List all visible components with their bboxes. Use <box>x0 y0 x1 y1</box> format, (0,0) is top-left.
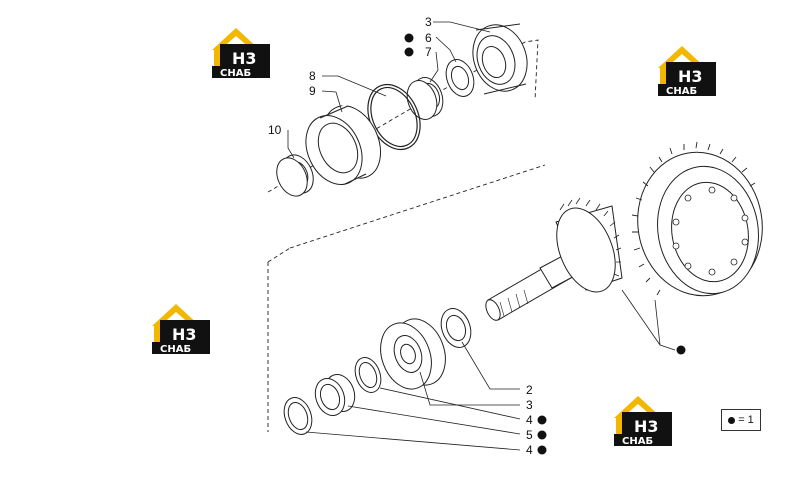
logo-watermark-2: H3 СНАБ <box>658 46 716 97</box>
pinion-shaft <box>485 197 623 321</box>
svg-text:H3: H3 <box>232 49 257 68</box>
logo-watermark-3: H3 СНАБ <box>152 304 210 355</box>
callout-6: 6 <box>425 31 432 45</box>
logo-watermark-1: H3 СНАБ <box>212 28 270 79</box>
seal-10 <box>276 154 314 197</box>
washer-6 <box>445 59 475 97</box>
bearing-top <box>472 23 528 95</box>
callout-9: 9 <box>309 84 316 98</box>
washer-2 <box>440 308 472 348</box>
nut-7 <box>406 77 444 120</box>
shim-4b <box>283 397 313 435</box>
bearing-bottom <box>380 318 446 390</box>
callout-3-top: 3 <box>425 15 432 29</box>
leader-lines <box>287 21 676 451</box>
svg-text:СНАБ: СНАБ <box>666 86 697 97</box>
assembly-boundary <box>267 39 546 432</box>
dot-4-b <box>537 445 547 455</box>
svg-text:СНАБ: СНАБ <box>622 436 653 447</box>
svg-text:H3: H3 <box>634 417 659 436</box>
svg-text:СНАБ: СНАБ <box>160 344 191 355</box>
ring-gear <box>631 141 763 297</box>
callout-2: 2 <box>526 383 533 397</box>
dot-5 <box>537 430 547 440</box>
dot-4-a <box>537 415 547 425</box>
callout-labels: 3 6 7 8 9 10 2 3 4 5 4 <box>268 15 686 457</box>
dot-6 <box>404 33 414 43</box>
callout-8: 8 <box>309 69 316 83</box>
housing-9 <box>305 104 382 185</box>
legend-text: = 1 <box>738 414 754 426</box>
sleeve-5 <box>314 374 356 416</box>
callout-4-b: 4 <box>526 443 533 457</box>
dot-7 <box>404 47 414 57</box>
svg-text:H3: H3 <box>678 67 703 86</box>
legend-box: = 1 <box>721 409 761 431</box>
svg-text:СНАБ: СНАБ <box>220 68 251 79</box>
svg-text:H3: H3 <box>172 325 197 344</box>
logo-watermark-4: H3 СНАБ <box>614 396 672 447</box>
callout-5: 5 <box>526 428 533 442</box>
shim-4a <box>354 357 382 393</box>
callout-4-a: 4 <box>526 413 533 427</box>
callout-7: 7 <box>425 45 432 59</box>
callout-10: 10 <box>268 123 282 137</box>
dot-ring-gear <box>676 345 686 355</box>
callout-3-bottom: 3 <box>526 398 533 412</box>
legend-dot-icon <box>728 416 736 424</box>
